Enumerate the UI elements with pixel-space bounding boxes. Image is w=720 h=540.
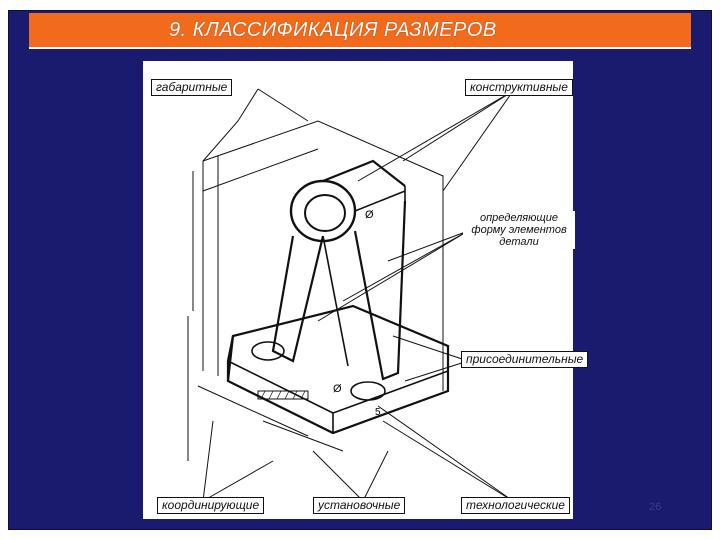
label-koordiniruyushchie: координирующие xyxy=(157,497,265,514)
label-gabaritnye: габаритные xyxy=(151,79,233,96)
diameter-symbol-base: Ø xyxy=(333,383,342,395)
slide-title: 9. КЛАССИФИКАЦИЯ РАЗМЕРОВ xyxy=(169,18,497,41)
technical-drawing: габаритные конструктивные определяющие ф… xyxy=(143,61,589,519)
slide: 9. КЛАССИФИКАЦИЯ РАЗМЕРОВ xyxy=(8,10,712,530)
label-prisoedinitelnye: присоединительные xyxy=(461,351,589,368)
dimension-5: 5 xyxy=(375,407,381,418)
label-opredelyayushchie: определяющие форму элементов детали xyxy=(463,211,575,249)
label-ustanovochnye: установочные xyxy=(313,497,406,514)
label-tekhnologicheskie: технологические xyxy=(461,497,570,514)
page-number: 26 xyxy=(649,501,662,513)
isometric-bracket-drawing xyxy=(187,88,514,502)
diameter-symbol-top: Ø xyxy=(365,209,374,221)
title-bar: 9. КЛАССИФИКАЦИЯ РАЗМЕРОВ xyxy=(29,13,691,49)
label-konstruktivnye: конструктивные xyxy=(465,79,573,96)
